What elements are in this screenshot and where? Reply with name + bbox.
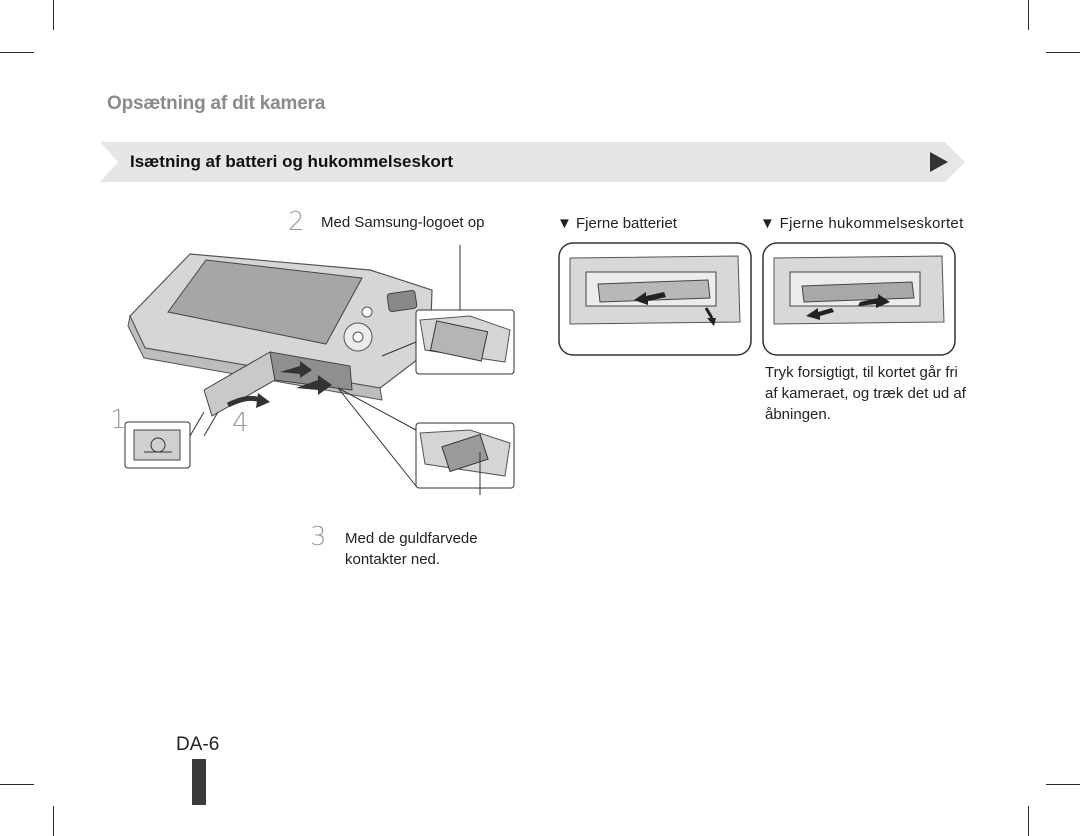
crop-mark	[53, 806, 54, 836]
band-title: Isætning af batteri og hukommelseskort	[130, 152, 454, 171]
step-2-text: Med Samsung-logoet op	[321, 214, 485, 231]
remove-card-title: ▼ Fjerne hukommelseskortet	[760, 215, 964, 232]
camera-illustration	[124, 245, 515, 495]
crop-mark	[0, 52, 34, 53]
step-4-number: 4	[232, 408, 249, 438]
remove-card-illustration	[762, 242, 956, 356]
crop-mark	[0, 784, 34, 785]
step-3-number: 3	[310, 522, 327, 552]
remove-battery-illustration	[558, 242, 752, 356]
play-arrow-icon	[930, 152, 948, 172]
step-2-number: 2	[288, 207, 305, 237]
crop-mark	[1028, 0, 1029, 30]
crop-mark	[1028, 806, 1029, 836]
header-band	[100, 142, 965, 182]
page-number: DA-6	[176, 734, 220, 755]
remove-card-note: Tryk forsigtigt, til kortet går fri af k…	[765, 364, 966, 423]
crop-mark	[1046, 784, 1080, 785]
remove-battery-title: ▼ Fjerne batteriet	[557, 215, 677, 232]
step-3-text: Med de guldfarvede kontakter ned.	[345, 530, 478, 568]
page-tab	[192, 759, 206, 805]
section-title: Opsætning af dit kamera	[107, 93, 326, 114]
crop-mark	[1046, 52, 1080, 53]
step-1-number: 1	[110, 405, 127, 435]
crop-mark	[53, 0, 54, 30]
